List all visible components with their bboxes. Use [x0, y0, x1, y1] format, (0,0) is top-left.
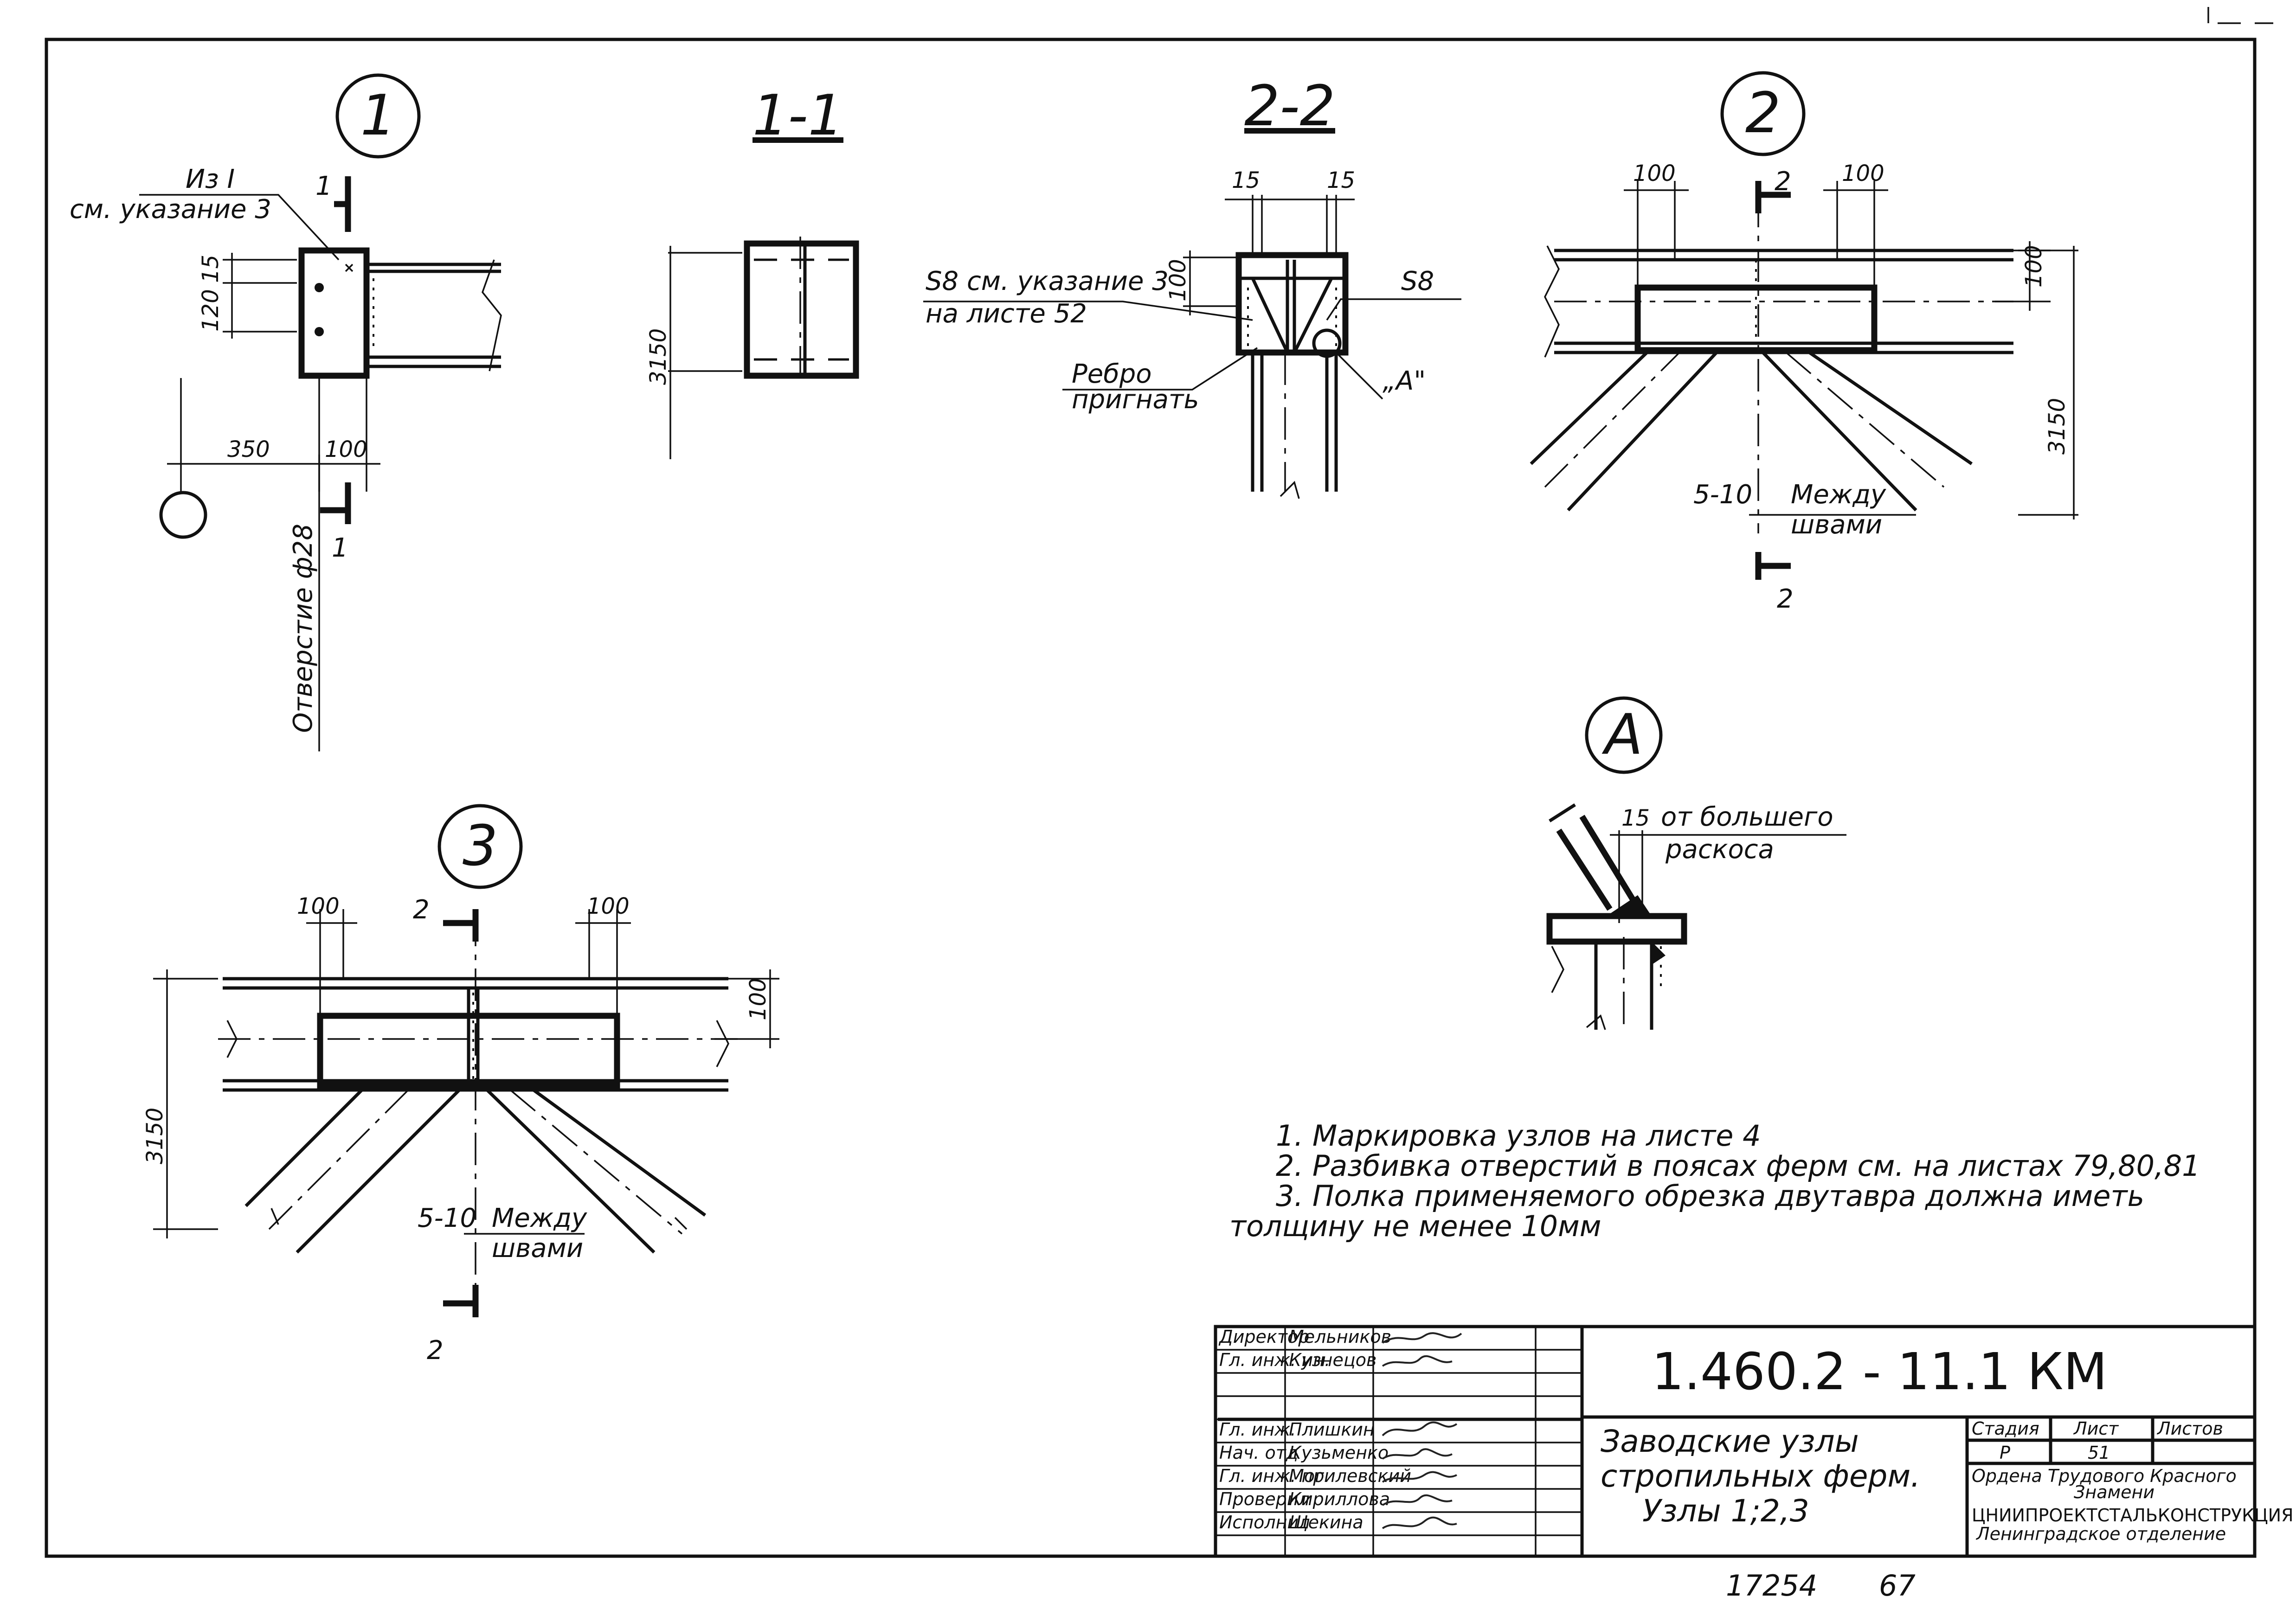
- section-1-1-title: 1-1: [752, 83, 843, 148]
- cut-2-top: 2: [413, 895, 430, 925]
- ref-a: „А": [1383, 366, 1426, 396]
- sheets-header: Листов: [2156, 1418, 2223, 1439]
- s8-right: S8: [1401, 266, 1434, 296]
- org-line-1: Ордена Трудового Красного: [1972, 1466, 2237, 1486]
- node-a-view: А 15 от большего раскоса: [1546, 696, 1846, 1030]
- section-plate: [744, 240, 859, 379]
- from-label: Из I: [186, 164, 235, 194]
- org-line-2: Знамени: [2074, 1482, 2155, 1502]
- note-a-1: от большего: [1661, 802, 1833, 832]
- rib-2: пригнать: [1072, 385, 1199, 415]
- signatures: [1382, 1332, 1462, 1529]
- role-1: Гл. инж. ин.: [1219, 1350, 1330, 1370]
- note-a-2: раскоса: [1665, 834, 1774, 865]
- cut-1-top: 1: [315, 171, 332, 201]
- callout-circle: [335, 73, 421, 159]
- stage-header: Стадия: [1972, 1418, 2039, 1439]
- cut-2-bottom: 2: [1777, 584, 1794, 614]
- dim-100: 100: [325, 436, 367, 462]
- org-line-4: Ленинградское отделение: [1975, 1524, 2226, 1544]
- sheet-frame: [45, 7, 2273, 1558]
- callout-node-a: А: [1601, 703, 1643, 767]
- dim-100-right: 100: [1842, 160, 1884, 186]
- dim-15: 15: [1621, 805, 1650, 831]
- dim-100: 100: [1165, 259, 1191, 301]
- note-3: 3. Полка применяемого обрезка двутавра д…: [1276, 1179, 2144, 1213]
- dim-3150: 3150: [645, 328, 671, 385]
- name-0: Мельников: [1289, 1327, 1391, 1347]
- role-6: Проверил: [1219, 1489, 1310, 1509]
- dim-100-vert: 100: [2021, 245, 2047, 288]
- callout-node-3: 3: [463, 814, 498, 879]
- name-7: Щекина: [1289, 1512, 1363, 1533]
- section-2-2-view: 2-2 15 15 100 S8 см. указание 3 на листе…: [923, 74, 1461, 499]
- hole-label: Отверстие ф28: [288, 524, 318, 733]
- hole-marker: [159, 491, 207, 539]
- node-1-view: 1 1 1 Из I см. указание 3 15 120 350 100…: [70, 73, 502, 751]
- role-5: Гл. инж. пр.: [1219, 1466, 1330, 1486]
- node-3-view: 3 2 2 100 100 100 3150 5-10 Между швами: [142, 804, 779, 1366]
- name-5: Могилевский: [1289, 1466, 1411, 1486]
- name-1: Кузнецов: [1289, 1350, 1376, 1370]
- role-0: Директор: [1218, 1327, 1309, 1347]
- title-line-2: стропильных ферм.: [1601, 1458, 1920, 1494]
- dim-350: 350: [227, 436, 270, 462]
- general-notes: 1. Маркировка узлов на листе 4 2. Разбив…: [1229, 1119, 2200, 1243]
- dim-100-left: 100: [297, 893, 340, 919]
- see-note-3: см. указание 3: [70, 194, 271, 224]
- title-block: Директор Гл. инж. ин. Гл. инж. Нач. отд …: [1214, 1325, 2294, 1558]
- cut-2-top: 2: [1775, 167, 1791, 197]
- title-line-3: Узлы 1;2,3: [1642, 1493, 1809, 1529]
- dim-15-left: 15: [1232, 167, 1260, 193]
- dim-3150: 3150: [2044, 398, 2070, 455]
- note-3-cont: толщину не менее 10мм: [1229, 1209, 1601, 1243]
- note-1: 1. Маркировка узлов на листе 4: [1276, 1119, 1761, 1153]
- s8-note-1: S8 см. указание 3: [926, 266, 1169, 296]
- end-plate: [298, 247, 370, 379]
- node-2-view: 2 2 2 100 100 100 3150 5-10 Между швами: [1530, 71, 2078, 614]
- name-3: Плишкин: [1289, 1419, 1375, 1440]
- gap-note-2: швами: [1791, 510, 1882, 540]
- drawing-code: 1.460.2 - 11.1 КМ: [1652, 1342, 2107, 1401]
- gap-note-1: Между: [492, 1203, 587, 1233]
- callout-node-2: 2: [1745, 81, 1781, 146]
- footer: 17254 67: [1726, 1569, 1916, 1603]
- gap: 5-10: [1693, 480, 1752, 510]
- section-1-1-view: 1-1 3150: [645, 83, 859, 459]
- section-2-2-title: 2-2: [1244, 74, 1335, 139]
- gap-note-1: Между: [1791, 480, 1886, 510]
- sheet-number: 51: [2088, 1443, 2110, 1463]
- cut-1-bottom: 1: [332, 533, 348, 563]
- page-number: 67: [1879, 1569, 1916, 1603]
- dim-100-vert: 100: [745, 978, 771, 1020]
- rib-1: Ребро: [1072, 359, 1152, 389]
- dim-15-right: 15: [1327, 167, 1355, 193]
- stage-value: Р: [2000, 1443, 2010, 1463]
- gap-note-2: швами: [492, 1233, 583, 1263]
- gap: 5-10: [418, 1203, 476, 1233]
- title-line-1: Заводские узлы: [1601, 1424, 1859, 1459]
- callout-node-1: 1: [360, 83, 396, 148]
- name-6: Кириллова: [1289, 1489, 1390, 1509]
- dim-3150: 3150: [142, 1108, 168, 1164]
- inventory-number: 17254: [1726, 1569, 1817, 1603]
- name-4: Кузьменко: [1289, 1443, 1389, 1463]
- gusset: [1235, 252, 1349, 356]
- note-2: 2. Разбивка отверстий в поясах ферм см. …: [1276, 1149, 2200, 1183]
- role-7: Исполнил: [1219, 1512, 1310, 1533]
- role-4: Нач. отд: [1219, 1443, 1298, 1463]
- cut-2-bottom: 2: [427, 1335, 444, 1366]
- dim-120: 120: [198, 289, 224, 332]
- dim-100-left: 100: [1633, 160, 1676, 186]
- dim-100-right: 100: [587, 893, 630, 919]
- dim-15: 15: [198, 255, 224, 283]
- role-3: Гл. инж.: [1219, 1419, 1296, 1440]
- org-line-3: ЦНИИПРОЕКТСТАЛЬКОНСТРУКЦИЯ: [1972, 1505, 2294, 1526]
- s8-note-2: на листе 52: [926, 299, 1087, 329]
- sheet-header: Лист: [2073, 1418, 2119, 1439]
